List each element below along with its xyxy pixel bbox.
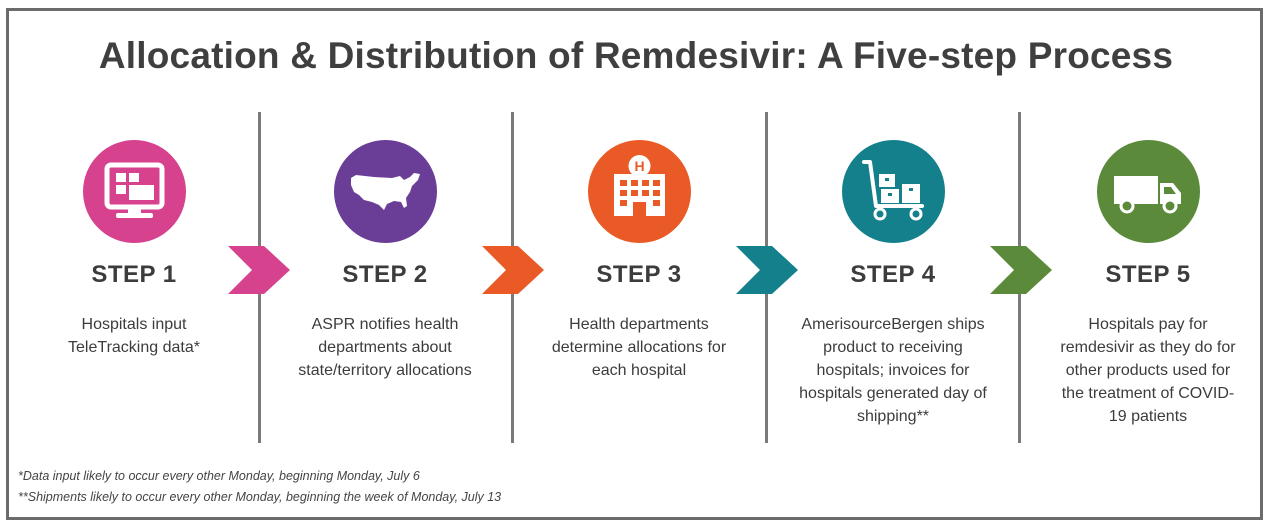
step-description: Hospitals pay for remdesivir as they do … bbox=[1060, 316, 1236, 425]
step-label: STEP 2 bbox=[342, 261, 428, 288]
page-title: Allocation & Distribution of Remdesivir:… bbox=[98, 35, 1174, 76]
us-map-icon bbox=[333, 140, 437, 243]
delivery-truck-icon bbox=[1096, 140, 1200, 243]
hand-truck-boxes-icon bbox=[841, 140, 945, 243]
step-1: STEP 1 Hospitals input TeleTracking data… bbox=[14, 140, 254, 359]
svg-text:H: H bbox=[634, 158, 644, 174]
step-2: STEP 2 ASPR notifies health departments … bbox=[265, 140, 505, 382]
chevron-arrow-icon bbox=[736, 246, 798, 294]
step-label: STEP 5 bbox=[1105, 261, 1191, 288]
chevron-arrow-icon bbox=[228, 246, 290, 294]
footnote: *Data input likely to occur every other … bbox=[18, 469, 420, 483]
chevron-arrow-icon bbox=[482, 246, 544, 294]
step-5: STEP 5 Hospitals pay for remdesivir as t… bbox=[1028, 140, 1268, 428]
step-description: AmerisourceBergen ships product to recei… bbox=[799, 316, 987, 425]
step-label: STEP 1 bbox=[91, 261, 177, 288]
step-label: STEP 3 bbox=[596, 261, 682, 288]
step-3: H STEP 3 Health departments determine al… bbox=[519, 140, 759, 382]
infographic-frame bbox=[6, 8, 1263, 520]
computer-monitor-icon bbox=[82, 140, 186, 243]
step-description: ASPR notifies health departments about s… bbox=[298, 316, 472, 379]
hospital-building-icon: H bbox=[587, 140, 691, 243]
footnote: **Shipments likely to occur every other … bbox=[18, 490, 502, 504]
step-4: STEP 4 AmerisourceBergen ships product t… bbox=[773, 140, 1013, 428]
step-description: Hospitals input TeleTracking data* bbox=[68, 316, 200, 356]
step-description: Health departments determine allocations… bbox=[551, 316, 727, 379]
step-label: STEP 4 bbox=[850, 261, 936, 288]
chevron-arrow-icon bbox=[990, 246, 1052, 294]
